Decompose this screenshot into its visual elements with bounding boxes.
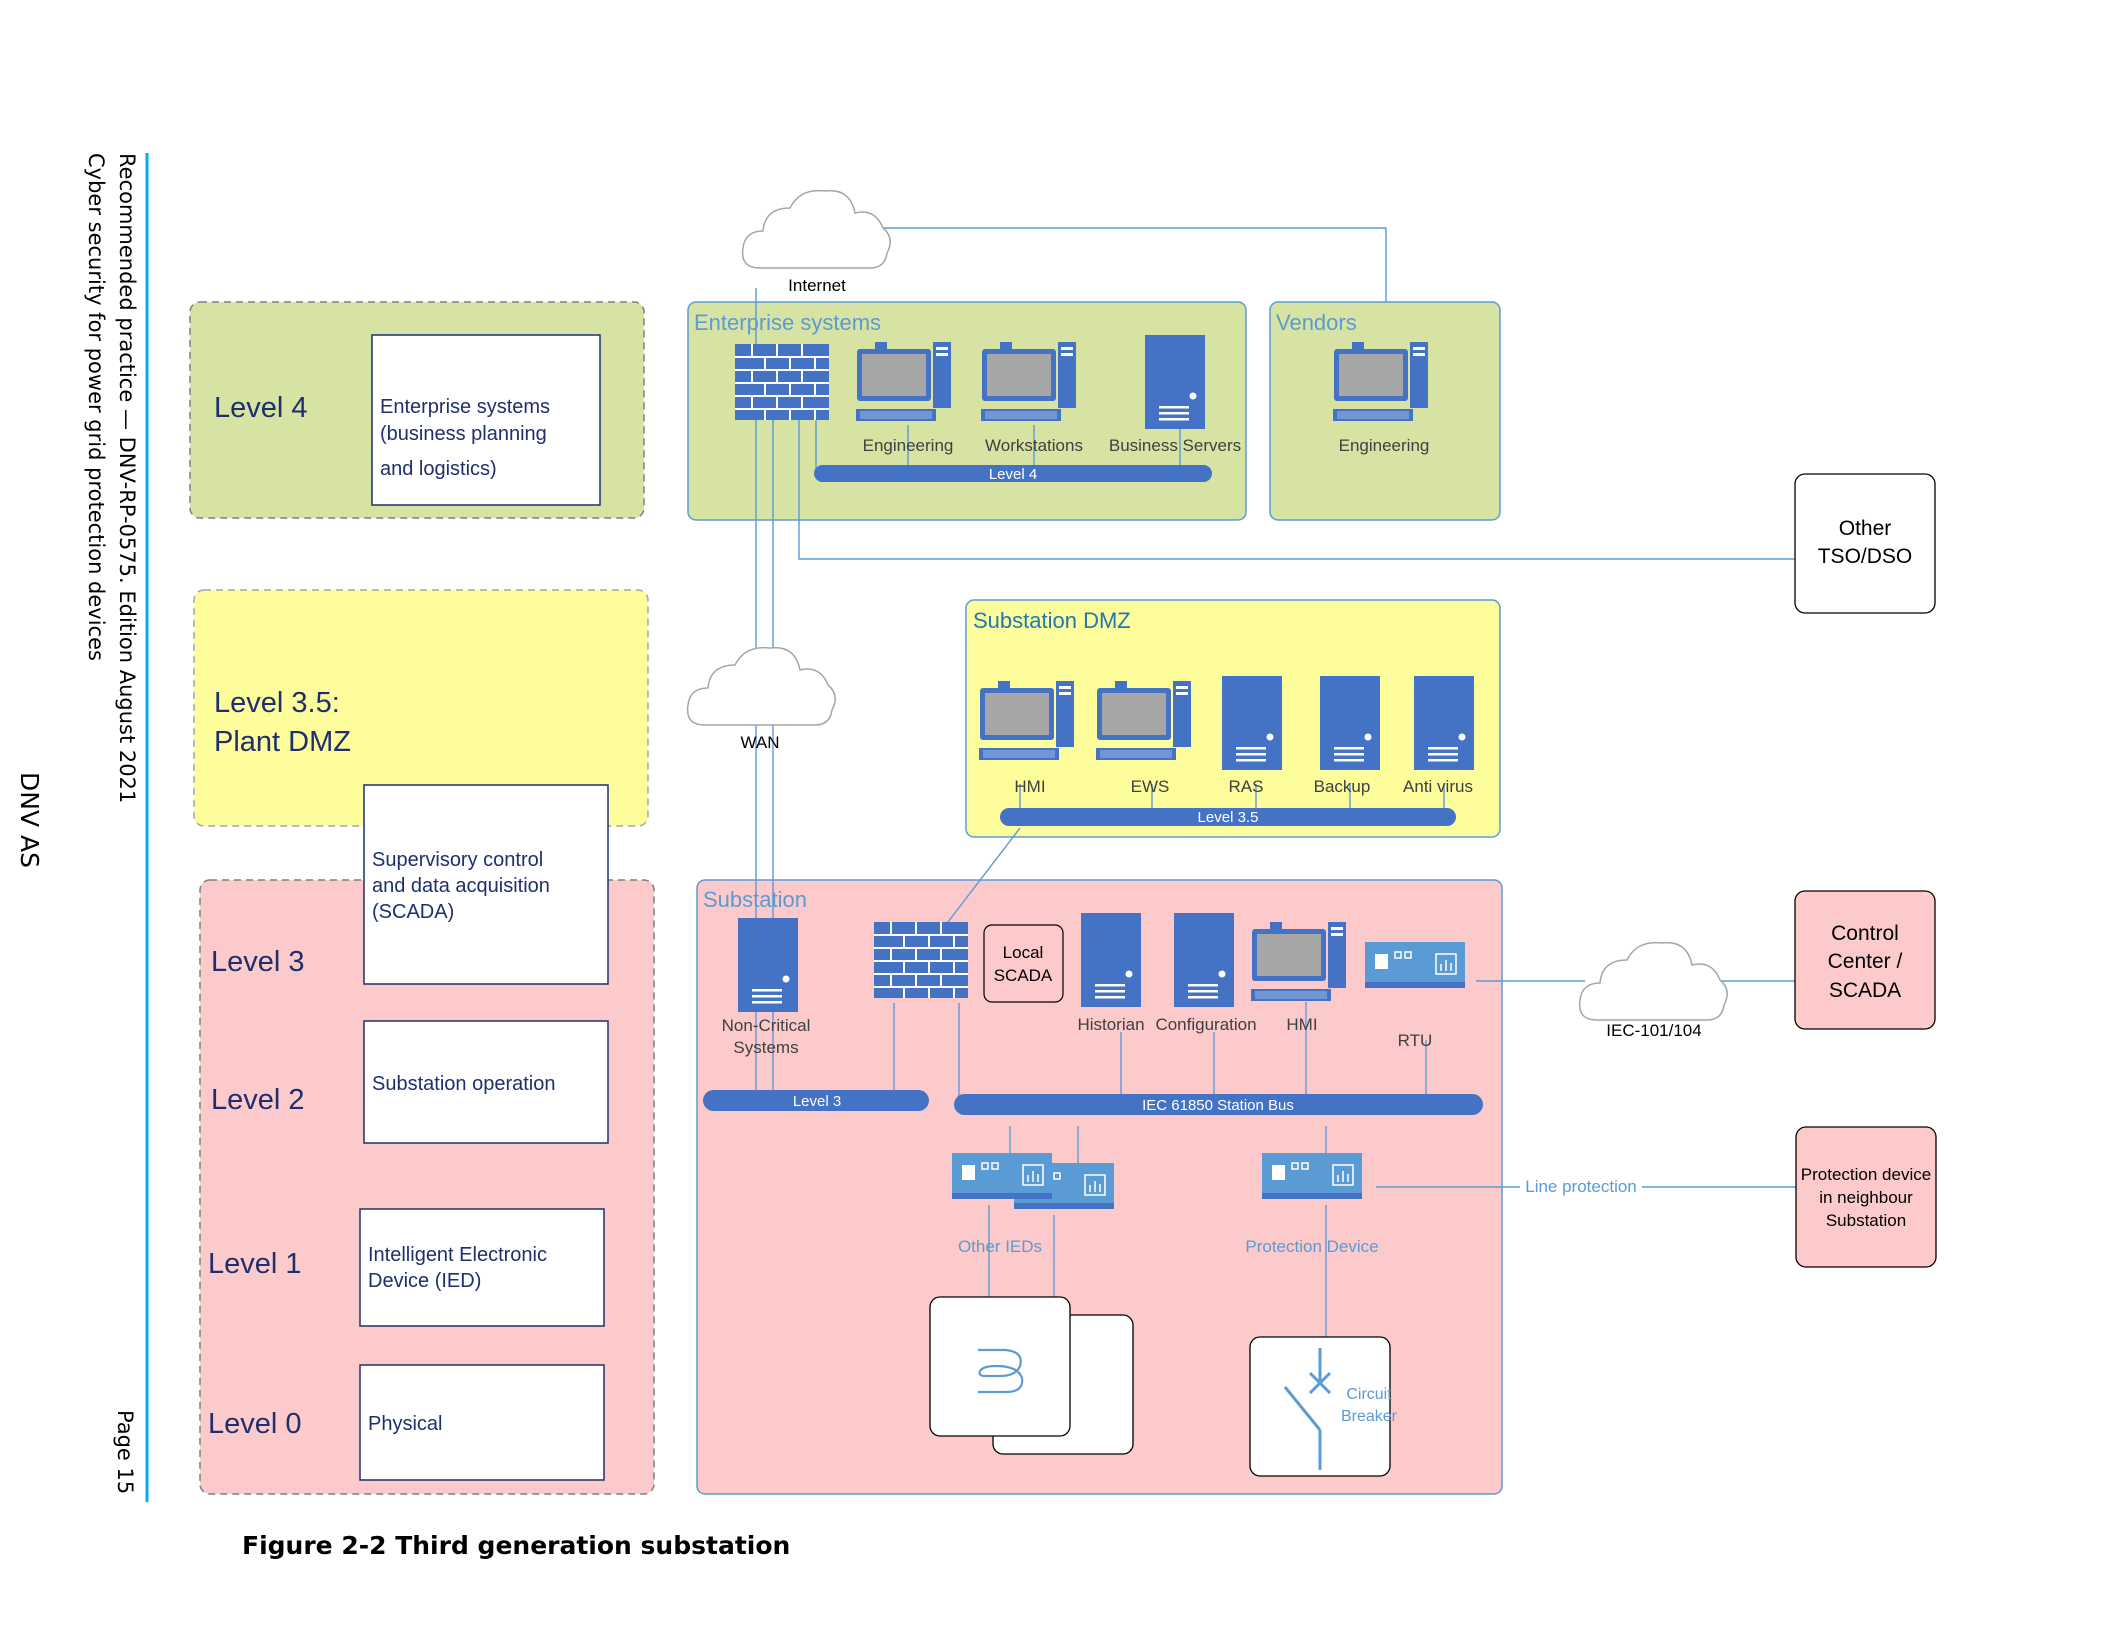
circuit-breaker-box [1249, 1336, 1391, 1477]
substation-zone-title: Substation [703, 887, 807, 912]
local-scada-line2: SCADA [994, 966, 1053, 985]
tso-box [1794, 473, 1936, 614]
level1-desc-line1: Intelligent Electronic [368, 1244, 547, 1266]
page-number: Page 15 [113, 1410, 137, 1495]
line-protection-label: Line protection [1525, 1177, 1637, 1196]
control-center-line2: Center / [1828, 950, 1903, 973]
control-center-box [1794, 890, 1936, 1030]
level0-label: Level 0 [208, 1408, 302, 1440]
control-center-line3: SCADA [1829, 979, 1901, 1002]
vendor-engineering-label: Engineering [1339, 436, 1430, 455]
other-ieds-label: Other IEDs [958, 1237, 1042, 1256]
configuration-server-icon [1174, 913, 1234, 1007]
noncritical-server-icon [738, 918, 798, 1012]
level1-desc-line2: Device (IED) [368, 1270, 481, 1292]
level3-bus [703, 1090, 929, 1111]
neighbour-line3: Substation [1826, 1211, 1906, 1230]
protection-device-label: Protection Device [1245, 1237, 1378, 1256]
level35-band [193, 589, 649, 827]
control-center-line1: Control [1831, 922, 1899, 945]
circuit-breaker-label-line1: Circuit [1346, 1386, 1392, 1403]
iec-cloud: IEC-101/104 [1578, 941, 1728, 1040]
noncritical-label-line1: Non-Critical [722, 1016, 811, 1035]
dmz-ras-label: RAS [1229, 777, 1264, 796]
l4-engineering-label: Engineering [863, 436, 954, 455]
line-protection-bg [1520, 1175, 1642, 1197]
level3-label: Level 3 [211, 946, 305, 978]
dmz-ras-server-icon [1222, 676, 1282, 770]
noncritical-label-line2: Systems [733, 1038, 798, 1057]
level4-bus [814, 465, 1212, 482]
transformer-coil-icon [978, 1348, 1024, 1394]
level1-label: Level 1 [208, 1248, 302, 1280]
local-scada-box [983, 924, 1064, 1003]
other-ied-icon-front [951, 1152, 1053, 1200]
level35-label-line1: Level 3.5: [214, 687, 340, 719]
level4-desc-line3: and logistics) [380, 458, 497, 480]
l4-workstations-label: Workstations [985, 436, 1083, 455]
rtu-device-icon [1364, 941, 1466, 989]
tso-line2: TSO/DSO [1818, 545, 1913, 568]
level3-desc-line1: Supervisory control [372, 849, 543, 871]
l4-business-server-icon [1145, 335, 1205, 429]
configuration-label: Configuration [1155, 1015, 1256, 1034]
level2-desc-box [363, 1020, 609, 1144]
level35-bus-label: Level 3.5 [1198, 809, 1259, 826]
vendors-zone-title: Vendors [1276, 310, 1357, 335]
level3-desc-box [363, 784, 609, 985]
level3-desc-line3: (SCADA) [372, 901, 454, 923]
level4-desc-line1: Enterprise systems [380, 396, 550, 418]
protection-device-icon [1261, 1152, 1363, 1200]
enterprise-firewall-icon [734, 343, 830, 421]
level4-bus-label: Level 4 [989, 466, 1037, 483]
level4-label: Level 4 [214, 392, 308, 424]
dmz-backup-server-icon [1320, 676, 1380, 770]
level3-bus-label: Level 3 [793, 1093, 841, 1110]
dmz-hmi-label: HMI [1014, 777, 1045, 796]
wan-label: WAN [740, 733, 779, 752]
substation-firewall-icon [873, 921, 969, 999]
neighbour-box [1795, 1126, 1937, 1268]
historian-label: Historian [1077, 1015, 1144, 1034]
internet-cloud: Internet [741, 189, 891, 295]
station-bus-label: IEC 61850 Station Bus [1142, 1097, 1294, 1114]
header-line1: Recommended practice — DNV-RP-0575. Edit… [115, 153, 139, 804]
dmz-antivirus-server-icon [1414, 676, 1474, 770]
l4-servers-label: Business Servers [1109, 436, 1241, 455]
neighbour-line2: in neighbour [1819, 1188, 1913, 1207]
level2-label: Level 2 [211, 1084, 305, 1116]
level35-label-line2: Plant DMZ [214, 726, 351, 758]
level35-bus [1000, 808, 1456, 826]
level0-desc-line1: Physical [368, 1413, 442, 1435]
level4-desc-box [371, 334, 601, 506]
neighbour-line1: Protection device [1801, 1165, 1931, 1184]
circuit-breaker-icon [1283, 1348, 1332, 1470]
level-panel: Level 4 Enterprise systems (business pla… [189, 301, 655, 1495]
internet-label: Internet [788, 276, 846, 295]
company-name: DNV AS [15, 772, 44, 868]
level0-desc-box [359, 1364, 605, 1481]
figure-caption: Figure 2-2 Third generation substation [242, 1531, 791, 1560]
dmz-antivirus-label: Anti virus [1403, 777, 1473, 796]
level3-desc-line2: and data acquisition [372, 875, 550, 897]
iec-label: IEC-101/104 [1606, 1021, 1701, 1040]
enterprise-zone-title: Enterprise systems [694, 310, 881, 335]
dmz-backup-label: Backup [1314, 777, 1371, 796]
level1-desc-box [359, 1208, 605, 1327]
tso-line1: Other [1839, 517, 1892, 540]
level2-desc-line1: Substation operation [372, 1073, 555, 1095]
wan-cloud: WAN [686, 646, 836, 752]
level4-desc-line2: (business planning [380, 423, 547, 445]
rtu-label: RTU [1398, 1031, 1433, 1050]
historian-server-icon [1081, 913, 1141, 1007]
station-bus [954, 1094, 1483, 1115]
dmz-zone-title: Substation DMZ [973, 608, 1131, 633]
circuit-breaker-label-line2: Breaker [1341, 1408, 1398, 1425]
sub-hmi-label: HMI [1286, 1015, 1317, 1034]
dmz-ews-label: EWS [1131, 777, 1170, 796]
header-line2: Cyber security for power grid protection… [84, 153, 108, 661]
local-scada-line1: Local [1003, 943, 1044, 962]
